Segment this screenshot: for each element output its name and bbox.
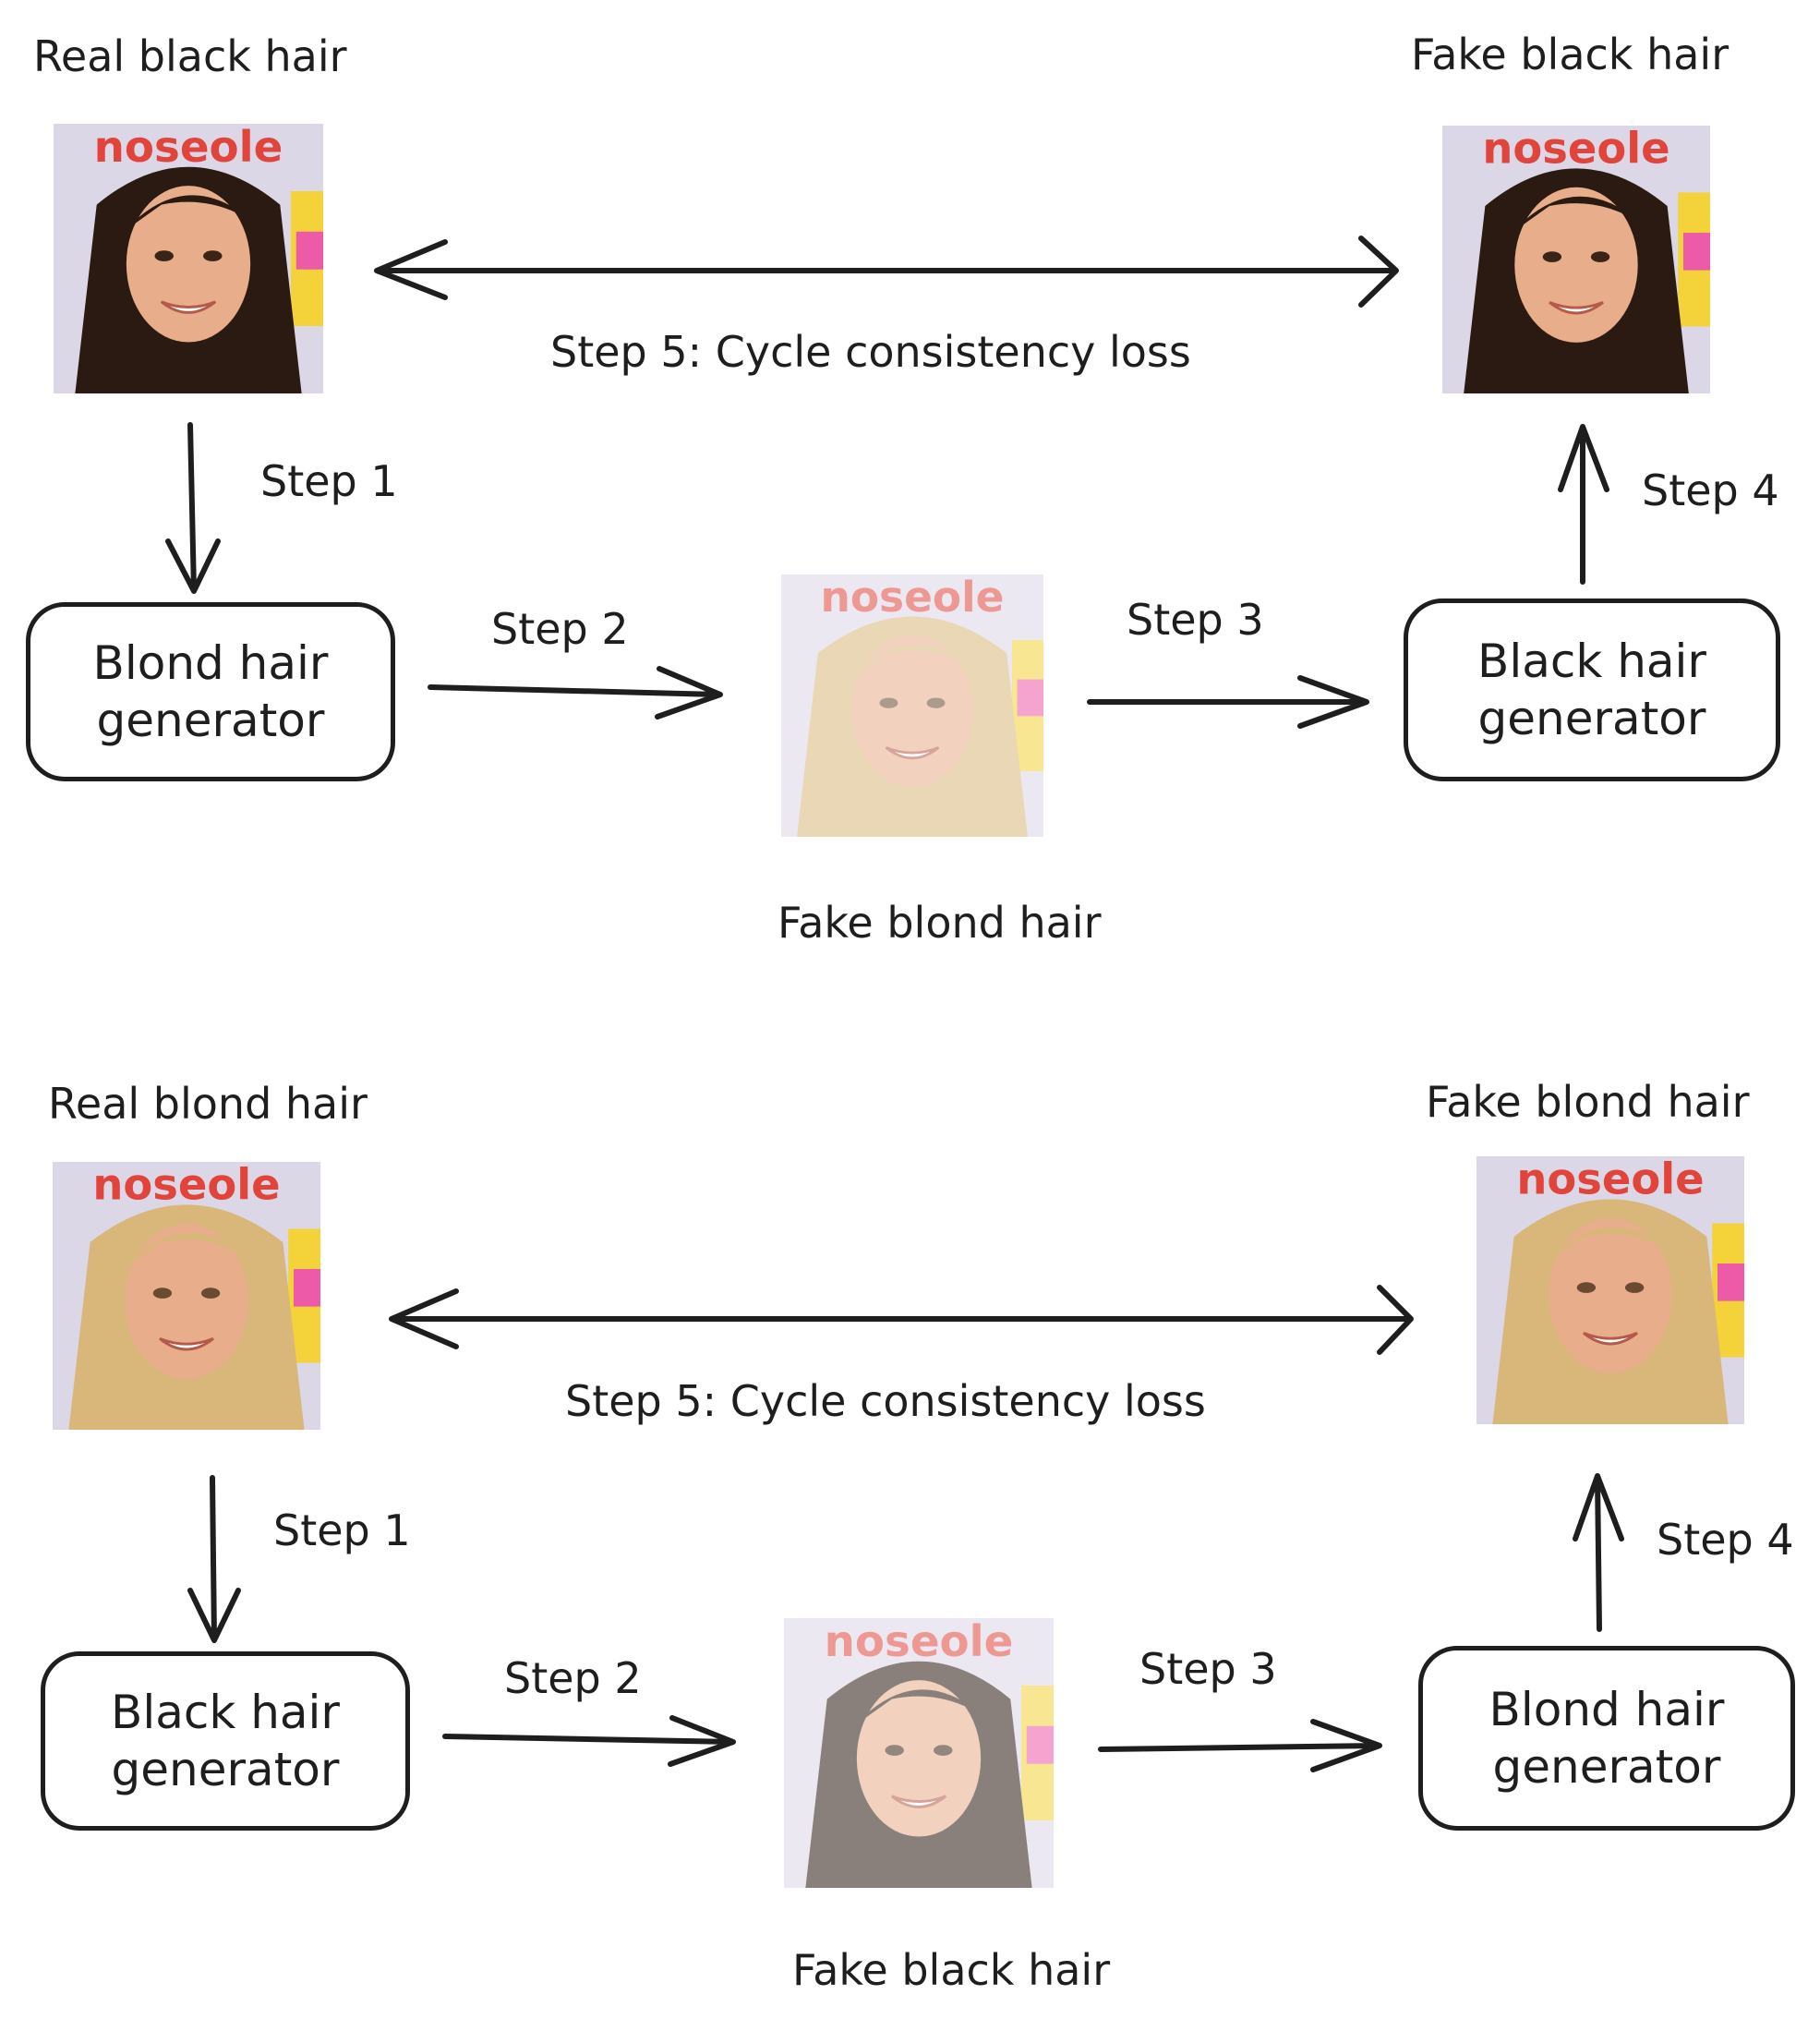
- generator-label: Blond hair generator: [92, 635, 329, 748]
- svg-text:noseole: noseole: [825, 1618, 1014, 1667]
- top-step1-arrow: [165, 422, 221, 594]
- top-step5-label: Step 5: Cycle consistency loss: [550, 327, 1191, 377]
- svg-text:noseole: noseole: [1482, 126, 1669, 174]
- real-black-hair-photo: noseole: [54, 124, 323, 393]
- bottom-step1-arrow: [187, 1475, 241, 1643]
- real-black-hair-label: Real black hair: [33, 31, 347, 81]
- face-black-hair-image: noseole: [1442, 126, 1710, 393]
- svg-text:noseole: noseole: [1516, 1156, 1704, 1204]
- bottom-step5-label: Step 5: Cycle consistency loss: [565, 1376, 1206, 1426]
- top-step1-label: Step 1: [260, 456, 398, 506]
- generator-label: Black hair generator: [111, 1685, 340, 1797]
- generator-label: Black hair generator: [1477, 634, 1706, 746]
- top-black-hair-generator-box: Black hair generator: [1404, 598, 1780, 781]
- face-black-hair-image: noseole: [784, 1618, 1054, 1888]
- bottom-cycle-double-arrow: [389, 1285, 1414, 1355]
- fake-blond-hair-photo: noseole: [781, 574, 1043, 837]
- svg-text:noseole: noseole: [92, 1162, 280, 1210]
- svg-text:noseole: noseole: [94, 124, 283, 173]
- real-blond-hair-photo: noseole: [52, 1162, 321, 1430]
- top-step4-label: Step 4: [1642, 465, 1779, 515]
- fake-black-hair-label-middle: Fake black hair: [792, 1945, 1111, 1995]
- real-blond-hair-label: Real blond hair: [48, 1079, 368, 1129]
- svg-text:noseole: noseole: [820, 574, 1004, 622]
- top-blond-hair-generator-box: Blond hair generator: [26, 602, 395, 781]
- fake-blond-hair-label-right: Fake blond hair: [1426, 1077, 1750, 1127]
- fake-blond-hair-label: Fake blond hair: [777, 898, 1102, 948]
- bottom-step4-arrow: [1573, 1473, 1624, 1632]
- top-step3-label: Step 3: [1127, 595, 1264, 645]
- top-step2-label: Step 2: [491, 604, 629, 654]
- top-step2-arrow: [428, 666, 723, 719]
- bottom-step4-label: Step 4: [1657, 1515, 1794, 1565]
- fake-black-hair-label: Fake black hair: [1411, 30, 1730, 79]
- bottom-step1-label: Step 1: [273, 1505, 411, 1555]
- bottom-step3-label: Step 3: [1139, 1644, 1277, 1694]
- generator-label: Blond hair generator: [1489, 1682, 1725, 1795]
- fake-black-hair-photo: noseole: [1442, 126, 1710, 393]
- fake-black-hair-photo-middle: noseole: [783, 1618, 1055, 1888]
- top-step3-arrow: [1087, 675, 1369, 729]
- bottom-step3-arrow: [1098, 1719, 1382, 1772]
- top-step4-arrow: [1558, 424, 1609, 585]
- fake-blond-hair-photo-right: noseole: [1476, 1156, 1745, 1424]
- bottom-step2-label: Step 2: [504, 1653, 642, 1703]
- face-blond-hair-image: noseole: [1476, 1156, 1744, 1424]
- bottom-blond-hair-generator-box: Blond hair generator: [1418, 1646, 1795, 1831]
- face-blond-hair-image: noseole: [781, 574, 1043, 837]
- top-cycle-double-arrow: [374, 236, 1399, 308]
- face-black-hair-image: noseole: [54, 124, 323, 393]
- bottom-black-hair-generator-box: Black hair generator: [41, 1651, 410, 1831]
- bottom-step2-arrow: [442, 1715, 736, 1767]
- face-blond-hair-image: noseole: [53, 1162, 320, 1430]
